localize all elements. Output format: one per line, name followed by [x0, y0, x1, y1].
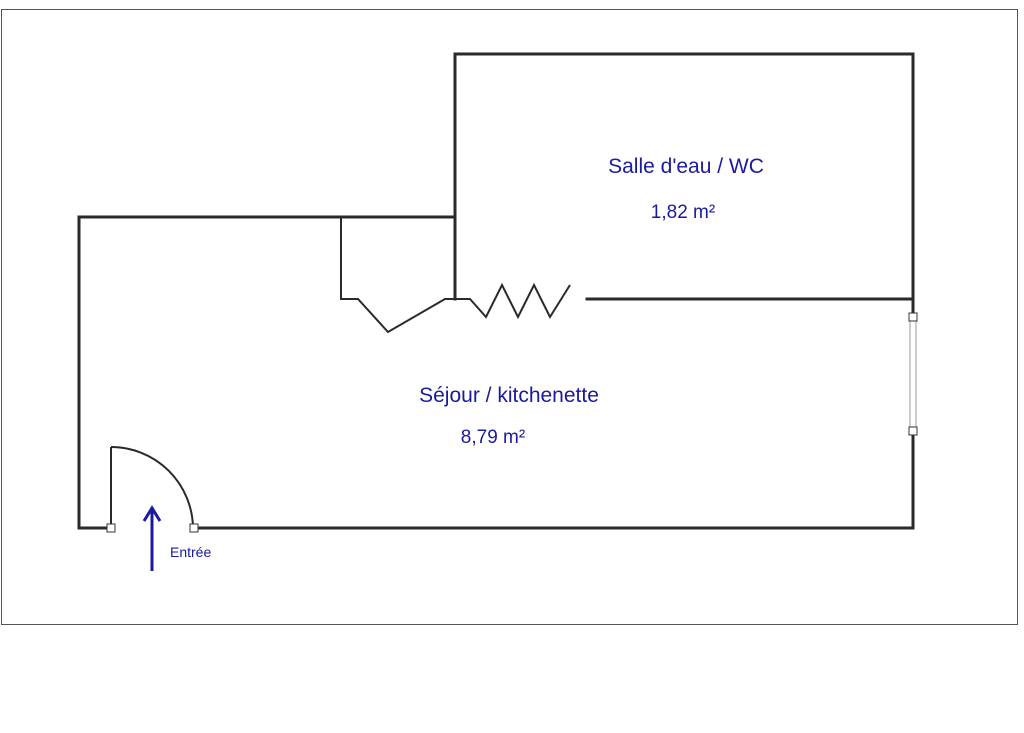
window-handle-top	[908, 312, 918, 322]
window-handle-bottom	[908, 426, 918, 436]
plan-frame	[1, 9, 1018, 625]
door-swing-arc	[110, 446, 194, 529]
outer-walls	[77, 52, 915, 530]
interior-partitions	[340, 215, 915, 334]
entrance-door	[106, 446, 199, 533]
living-room-area: 8,79 m²	[461, 427, 525, 448]
sliding-door-zigzag	[455, 282, 571, 320]
entrance-label: Entrée	[170, 544, 211, 560]
door-hinge-left	[106, 523, 116, 533]
window	[908, 312, 918, 436]
cabinet-outline	[340, 217, 455, 334]
outer-wall-upper	[77, 52, 915, 530]
door-hinge-right	[189, 523, 199, 533]
entry-arrow	[142, 505, 162, 571]
bathroom-area: 1,82 m²	[651, 202, 715, 223]
bathroom-name: Salle d'eau / WC	[608, 155, 764, 178]
living-room-name: Séjour / kitchenette	[419, 384, 599, 407]
